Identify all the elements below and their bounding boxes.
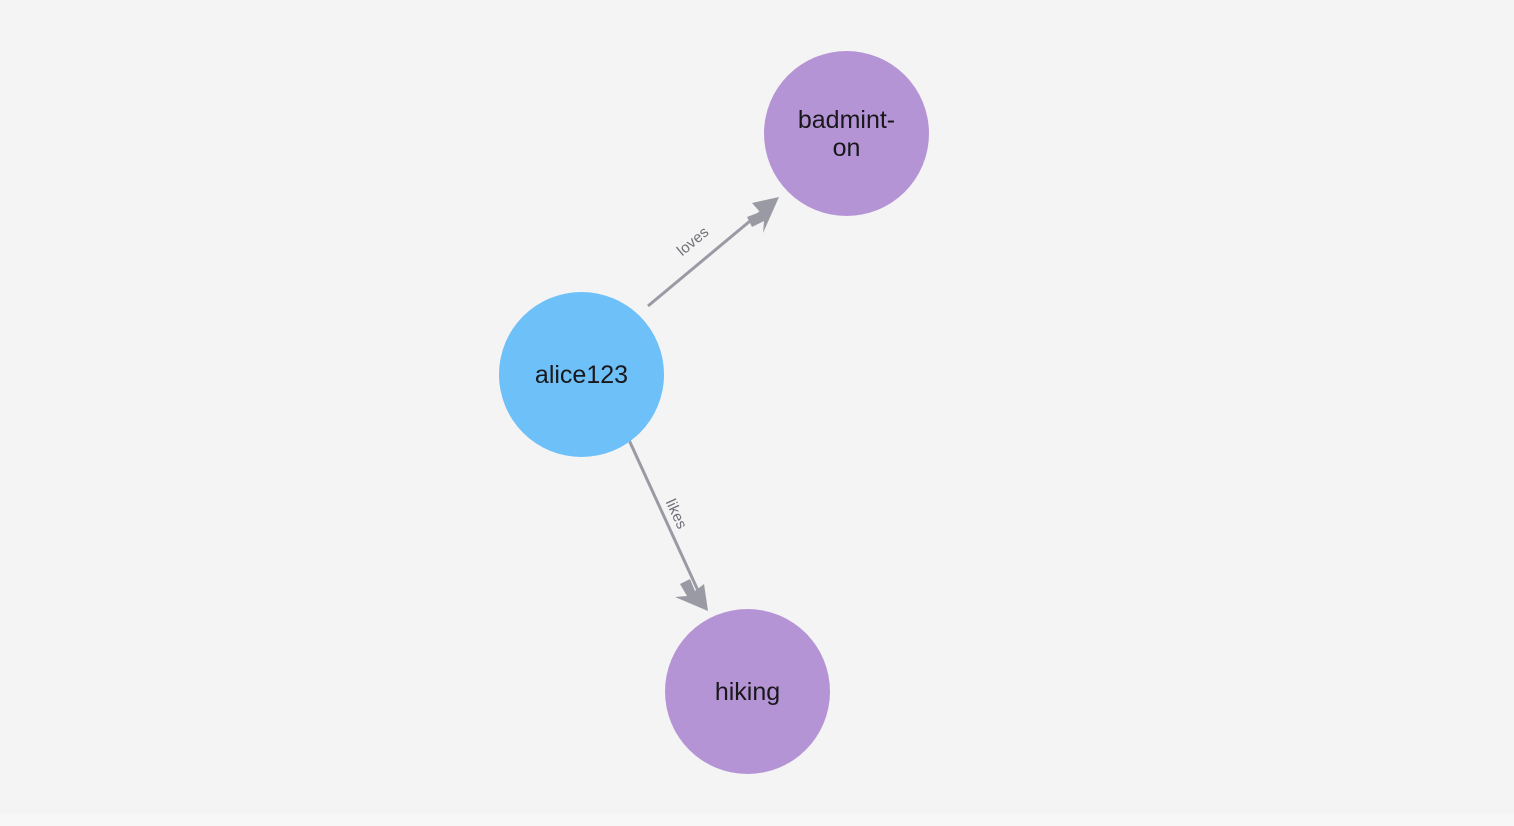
edge-line-likes[interactable] — [627, 439, 702, 596]
graph-node-hiking[interactable]: hiking — [665, 609, 830, 774]
edge-line-loves[interactable] — [647, 204, 769, 308]
edge-alice-loves-badminton[interactable]: loves — [647, 197, 779, 308]
node-label-badminton: badmint- on — [797, 105, 896, 162]
canvas-bottom-strip — [0, 814, 1514, 826]
edge-arrowhead-loves — [747, 197, 779, 233]
edge-arrowhead-likes — [675, 579, 708, 611]
edge-alice-likes-hiking[interactable]: likes — [627, 439, 708, 611]
graph-node-badminton[interactable]: badmint- on — [764, 51, 929, 216]
node-label-hiking: hiking — [714, 677, 781, 706]
node-label-alice123: alice123 — [534, 360, 629, 389]
graph-node-alice123[interactable]: alice123 — [499, 292, 664, 457]
edge-label-loves: loves — [674, 223, 713, 259]
edge-label-likes: likes — [662, 496, 690, 531]
